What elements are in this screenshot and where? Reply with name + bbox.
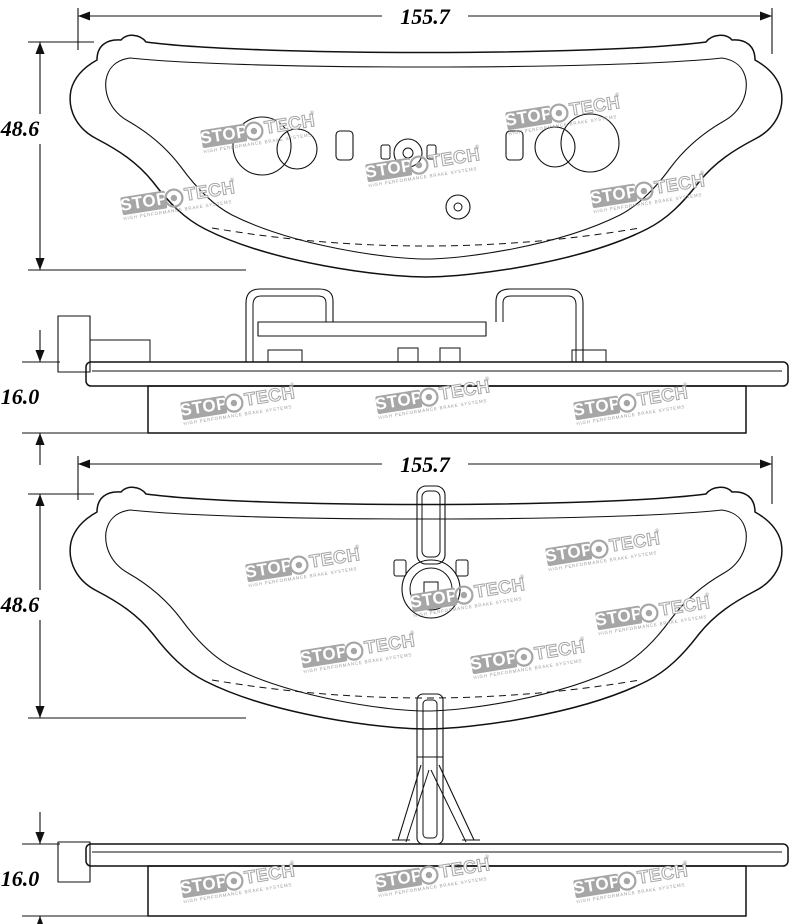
dimension-label-thickness-bottom: 16.0: [1, 866, 40, 891]
watermarks-pad-side-top: [177, 374, 693, 428]
hold-down-clip-side-view: [392, 693, 480, 845]
pad-face-view-bottom: [69, 485, 783, 730]
stoptech-watermark: [372, 374, 495, 422]
stoptech-watermark: [407, 572, 530, 620]
watermarks-pad-face-top: [117, 90, 710, 223]
dim-width-top: 155.7: [77, 2, 773, 54]
dimension-label-height-top: 48.6: [0, 116, 39, 141]
stoptech-watermark: [117, 175, 240, 223]
stoptech-watermark: [372, 852, 495, 900]
stoptech-watermark: [502, 90, 625, 138]
pad-side-view-bottom: [57, 841, 789, 917]
stoptech-watermark: [467, 634, 590, 682]
pad-backing-outline-top: [69, 34, 783, 278]
dim-height-top: 48.6: [0, 41, 246, 271]
stoptech-watermark: [242, 542, 365, 590]
watermarks-pad-face-bottom: [242, 526, 715, 682]
stoptech-watermark: [297, 628, 420, 676]
abutment-clips-top: [245, 288, 607, 363]
stoptech-watermark: [587, 168, 710, 216]
stoptech-watermark: [570, 380, 693, 428]
drawing-top-pad: 155.7 48.6: [0, 2, 789, 465]
stoptech-watermark: [592, 590, 715, 638]
pad-side-view-top: [57, 288, 789, 434]
dim-height-bottom: 48.6: [0, 493, 246, 719]
dimension-label-height-bottom: 48.6: [0, 592, 39, 617]
drawing-bottom-pad: 155.7 48.6: [0, 450, 789, 924]
dimension-label-width-bottom: 155.7: [400, 452, 451, 477]
stoptech-watermark: [197, 108, 320, 156]
stoptech-watermark: [542, 526, 665, 574]
stoptech-watermark: [362, 142, 485, 190]
dim-thickness-top: 16.0: [1, 330, 152, 465]
watermarks-pad-side-bottom: [177, 852, 693, 906]
dimension-label-thickness-top: 16.0: [1, 384, 40, 409]
pad-face-view-top: [69, 34, 783, 278]
dimension-label-width-top: 155.7: [400, 4, 451, 29]
stoptech-watermark: [177, 380, 300, 428]
dim-width-bottom: 155.7: [77, 450, 773, 504]
pad-side-profile-top: [57, 315, 789, 434]
dim-thickness-bottom: 16.0: [1, 812, 152, 924]
